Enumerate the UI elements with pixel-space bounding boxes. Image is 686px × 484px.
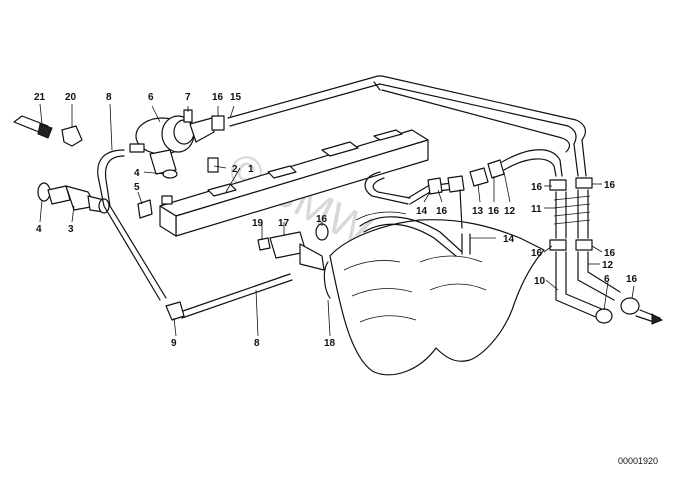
regulator-fittings (161, 109, 225, 205)
part-label: 16 (626, 274, 638, 285)
part-label: 8 (106, 92, 112, 103)
part-label: 16 (212, 92, 224, 103)
fuel-rail (159, 129, 429, 237)
tee-fitting (165, 301, 185, 321)
part-label: 10 (534, 276, 546, 287)
part-label: 17 (278, 218, 290, 229)
hose-15 (227, 75, 586, 153)
clamp (323, 261, 331, 299)
part-label: 20 (65, 92, 77, 103)
part-label: 12 (602, 260, 614, 271)
part-label: 16 (604, 180, 616, 191)
part-label: 14 (503, 234, 515, 245)
part-label: 1 (248, 164, 254, 175)
part-label: 16 (604, 248, 616, 259)
hose-vertical-right (573, 139, 587, 177)
bracket (137, 199, 153, 219)
part-labels: 21 20 8 6 7 16 15 2 1 4 5 4 3 19 17 16 1… (34, 92, 638, 349)
part-label: 14 (416, 206, 428, 217)
part-label: 16 (531, 248, 543, 259)
part-label: 16 (436, 206, 448, 217)
part-label: 9 (171, 338, 177, 349)
part-label: 16 (488, 206, 500, 217)
hose-8-lower (179, 273, 293, 319)
right-hose-stack (549, 177, 661, 324)
connector (13, 115, 83, 147)
part-label: 18 (324, 338, 336, 349)
part-label: 13 (472, 206, 484, 217)
injector (37, 182, 110, 214)
part-label: 4 (134, 168, 140, 179)
part-label: 7 (185, 92, 191, 103)
drawing-number: 00001920 (618, 456, 658, 466)
hose-14 (359, 216, 471, 257)
part-label: 4 (36, 224, 42, 235)
part-label: 3 (68, 224, 74, 235)
part-label: 16 (531, 182, 543, 193)
part-label: 6 (148, 92, 154, 103)
part-label: 6 (604, 274, 610, 285)
part-label: 12 (504, 206, 516, 217)
part-label: 2 (232, 164, 238, 175)
part-label: 16 (316, 214, 328, 225)
part-label: 21 (34, 92, 46, 103)
intake-manifold (329, 211, 545, 376)
hose-8 (97, 149, 167, 301)
pressure-regulator (129, 115, 215, 175)
leader-lines (39, 103, 635, 337)
part-label: 5 (134, 182, 140, 193)
hose-junction (364, 149, 563, 229)
valve (257, 223, 329, 271)
part-label: 19 (252, 218, 264, 229)
part-label: 11 (531, 204, 542, 215)
flow-arrow-icon (651, 313, 664, 325)
part-label: 15 (230, 92, 242, 103)
part-label: 8 (254, 338, 260, 349)
